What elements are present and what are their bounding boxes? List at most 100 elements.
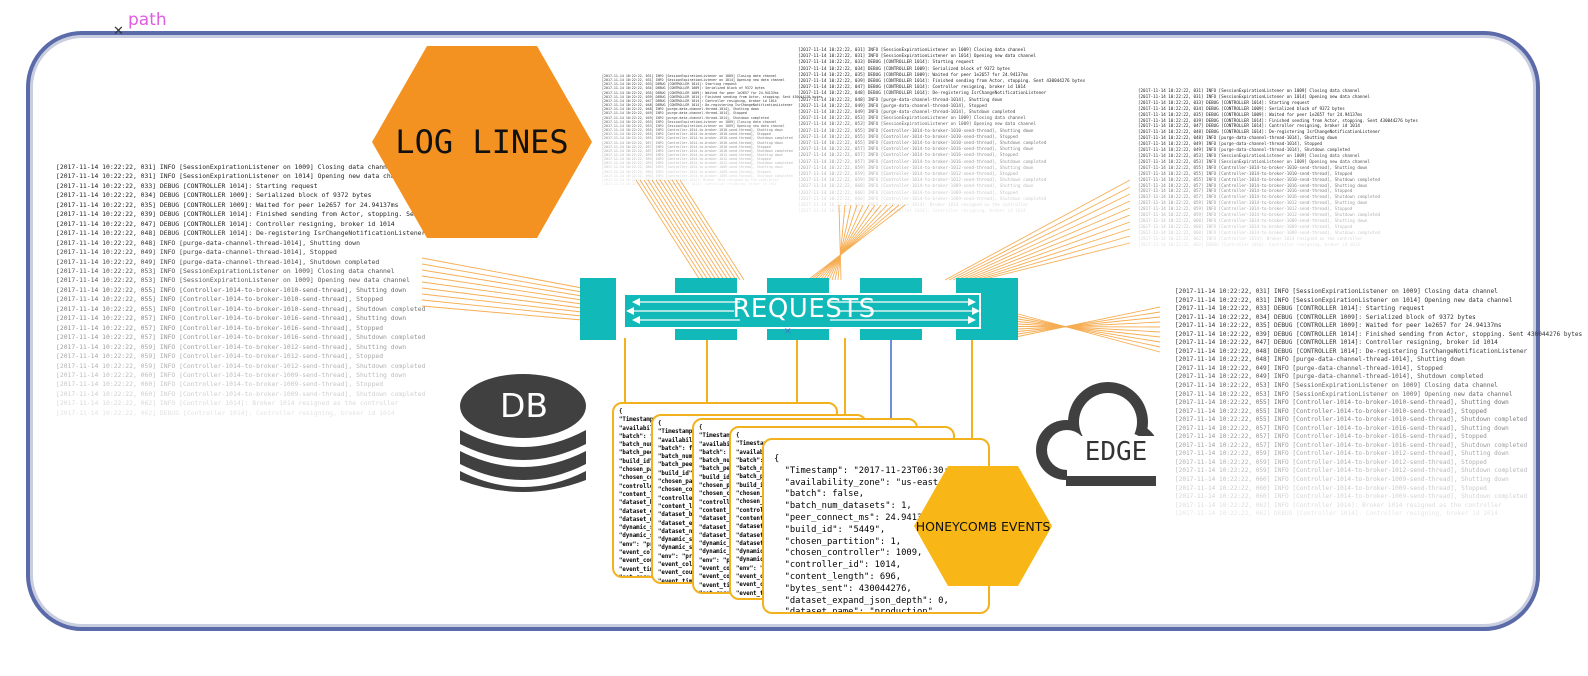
connector-line bbox=[1017, 316, 1161, 332]
log-line: [2017-11-14 10:22:22, 055] INFO [Control… bbox=[56, 304, 426, 313]
move-handle-icon[interactable]: ✕ bbox=[113, 24, 124, 39]
log-line: [2017-11-14 10:22:22, 049] INFO [purge-d… bbox=[602, 111, 747, 116]
connector-line bbox=[659, 179, 725, 281]
log-line: [2017-11-14 10:22:22, 031] INFO [Session… bbox=[1138, 93, 1370, 99]
log-line: [2017-11-14 10:22:22, 035] DEBUG [CONTRO… bbox=[602, 90, 779, 95]
log-line: [2017-11-14 10:22:22, 034] DEBUG [CONTRO… bbox=[1138, 105, 1345, 111]
log-line: [2017-11-14 10:22:22, 039] DEBUG [CONTRO… bbox=[1175, 330, 1583, 338]
log-line: [2017-11-14 10:22:22, 059] INFO [Control… bbox=[798, 178, 1047, 184]
log-line: [2017-11-14 10:22:22, 049] INFO [purge-d… bbox=[602, 115, 769, 120]
log-line: [2017-11-14 10:22:22, 055] INFO [Control… bbox=[602, 136, 793, 141]
anchor-mark: ✕ bbox=[784, 327, 792, 337]
log-line: [2017-11-14 10:22:22, 049] INFO [purge-d… bbox=[1138, 147, 1350, 153]
log-line: [2017-11-14 10:22:22, 048] DEBUG [CONTRO… bbox=[602, 103, 793, 108]
connector-line bbox=[828, 204, 864, 281]
log-line: [2017-11-14 10:22:22, 049] INFO [purge-d… bbox=[798, 110, 1016, 116]
log-line: [2017-11-14 10:22:22, 055] INFO [Control… bbox=[1175, 399, 1509, 407]
log-line: [2017-11-14 10:22:22, 055] INFO [Control… bbox=[1138, 176, 1381, 182]
connector-line bbox=[421, 299, 583, 317]
log-line: [2017-11-14 10:22:22, 062] INFO [Control… bbox=[1175, 501, 1502, 509]
log-line: [2017-11-14 10:22:22, 053] INFO [Session… bbox=[1138, 158, 1370, 164]
log-line: [2017-11-14 10:22:22, 055] INFO [Control… bbox=[798, 134, 1018, 140]
log-line: [2017-11-14 10:22:22, 053] INFO [Session… bbox=[798, 122, 1036, 128]
connector-line bbox=[421, 281, 583, 305]
connector-line bbox=[643, 179, 709, 281]
log-line: [2017-11-14 10:22:22, 034] DEBUG [CONTRO… bbox=[1175, 313, 1476, 321]
requests-node[interactable]: ✕ bbox=[580, 278, 1020, 344]
connector-line bbox=[421, 269, 583, 297]
log-line: [2017-11-14 10:22:22, 059] INFO [Control… bbox=[56, 352, 384, 361]
connector-line bbox=[679, 179, 745, 281]
log-line: [2017-11-14 10:22:22, 059] INFO [Control… bbox=[1138, 200, 1368, 206]
connector-line bbox=[976, 235, 1131, 281]
log-line: [2017-11-14 10:22:22, 057] INFO [Control… bbox=[1138, 188, 1353, 194]
log-line: [2017-11-14 10:22:22, 053] INFO [Session… bbox=[56, 276, 410, 285]
log-line: [2017-11-14 10:22:22, 048] DEBUG [CONTRO… bbox=[798, 91, 1047, 97]
hexagon-shape bbox=[372, 46, 592, 238]
connector-line bbox=[421, 257, 583, 289]
log-line: [2017-11-14 10:22:22, 047] DEBUG [CONTRO… bbox=[798, 85, 1026, 91]
log-line: [2017-11-14 10:22:22, 057] INFO [Control… bbox=[1175, 433, 1487, 441]
honeycomb-events-label: HONEYCOMB EVENTS bbox=[915, 518, 1051, 534]
log-line: [2017-11-14 10:22:22, 048] INFO [purge-d… bbox=[56, 238, 360, 247]
db-node[interactable] bbox=[459, 372, 589, 502]
log-line: [2017-11-14 10:22:22, 049] INFO [purge-d… bbox=[1175, 364, 1443, 372]
log-line: [2017-11-14 10:22:22, 035] DEBUG [CONTRO… bbox=[798, 72, 1029, 78]
connector-line bbox=[671, 179, 737, 281]
connector-line bbox=[421, 287, 583, 309]
log-line: [2017-11-14 10:22:22, 059] INFO [Control… bbox=[1138, 212, 1381, 218]
log-line: [2017-11-14 10:22:22, 055] INFO [Control… bbox=[56, 285, 407, 294]
log-line: [2017-11-14 10:22:22, 053] INFO [Session… bbox=[1175, 382, 1498, 390]
log-line: [2017-11-14 10:22:22, 060] INFO [Control… bbox=[602, 165, 783, 170]
cloud-icon bbox=[1036, 378, 1160, 490]
log-line: [2017-11-14 10:22:22, 057] INFO [Control… bbox=[1175, 424, 1509, 432]
log-line: [2017-11-14 10:22:22, 060] INFO [Control… bbox=[1138, 217, 1368, 223]
connector-line bbox=[838, 204, 842, 281]
connector-line bbox=[1017, 306, 1161, 337]
log-line: [2017-11-14 10:22:22, 047] DEBUG [CONTRO… bbox=[1138, 123, 1360, 129]
log-line: [2017-11-14 10:22:22, 031] INFO [Session… bbox=[798, 54, 1036, 60]
log-line: [2017-11-14 10:22:22, 062] DEBUG [Contro… bbox=[1138, 241, 1360, 247]
connector-line bbox=[1017, 311, 1161, 335]
log-line: [2017-11-14 10:22:22, 059] INFO [Control… bbox=[1175, 450, 1509, 458]
database-icon bbox=[460, 374, 586, 492]
log-line: [2017-11-14 10:22:22, 060] INFO [Control… bbox=[798, 196, 1047, 202]
requests-label: REQUESTS bbox=[732, 294, 876, 324]
log-line: [2017-11-14 10:22:22, 031] INFO [Session… bbox=[602, 74, 777, 78]
log-line: [2017-11-14 10:22:22, 057] INFO [Control… bbox=[798, 147, 1034, 153]
connector-line bbox=[960, 207, 1131, 281]
connector-line bbox=[667, 179, 733, 281]
log-line: [2017-11-14 10:22:22, 049] INFO [purge-d… bbox=[798, 103, 987, 109]
log-line: [2017-11-14 10:22:22, 059] INFO [Control… bbox=[1175, 458, 1487, 466]
log-lines-label: LOG LINES bbox=[395, 123, 569, 161]
log-line: [2017-11-14 10:22:22, 031] INFO [Session… bbox=[1175, 296, 1513, 304]
log-line: [2017-11-14 10:22:22, 055] INFO [Control… bbox=[1138, 164, 1368, 170]
connector-line bbox=[421, 275, 583, 301]
log-block-top-right: [2017-11-14 10:22:22, 031] INFO [Session… bbox=[1138, 88, 1418, 247]
connector-line bbox=[822, 204, 876, 281]
log-line: [2017-11-14 10:22:22, 060] INFO [Control… bbox=[1175, 484, 1487, 492]
edge-node[interactable] bbox=[1030, 378, 1160, 490]
hexagon-shape bbox=[914, 466, 1052, 586]
log-fan-lines bbox=[421, 179, 1161, 353]
log-line: [2017-11-14 10:22:22, 048] INFO [purge-d… bbox=[798, 97, 1003, 103]
log-line: [2017-11-14 10:22:22, 048] INFO [purge-d… bbox=[1138, 135, 1338, 141]
log-line: [2017-11-14 10:22:22, 039] DEBUG [CONTRO… bbox=[1138, 117, 1418, 123]
honeycomb-events-node[interactable]: HONEYCOMB EVENTS bbox=[914, 466, 1052, 586]
connector-line bbox=[948, 186, 1131, 281]
connector-line bbox=[421, 263, 583, 293]
log-block-left: [2017-11-14 10:22:22, 031] INFO [Session… bbox=[56, 163, 483, 418]
log-line: [2017-11-14 10:22:22, 048] INFO [purge-d… bbox=[1175, 356, 1465, 364]
connector-line bbox=[807, 204, 906, 281]
log-line: [2017-11-14 10:22:22, 059] INFO [Control… bbox=[1138, 206, 1353, 212]
connector-line bbox=[675, 179, 741, 281]
connector-line bbox=[663, 179, 729, 281]
log-lines-node[interactable]: LOG LINES bbox=[372, 46, 592, 238]
log-line: [2017-11-14 10:22:22, 057] INFO [Control… bbox=[602, 140, 783, 145]
log-line: [2017-11-14 10:22:22, 057] INFO [Control… bbox=[1138, 194, 1381, 200]
connector-line bbox=[1017, 318, 1161, 343]
connector-line bbox=[944, 179, 1131, 281]
connector-line bbox=[1017, 323, 1161, 333]
log-line: [2017-11-14 10:22:22, 048] DEBUG [CONTRO… bbox=[1175, 347, 1528, 355]
